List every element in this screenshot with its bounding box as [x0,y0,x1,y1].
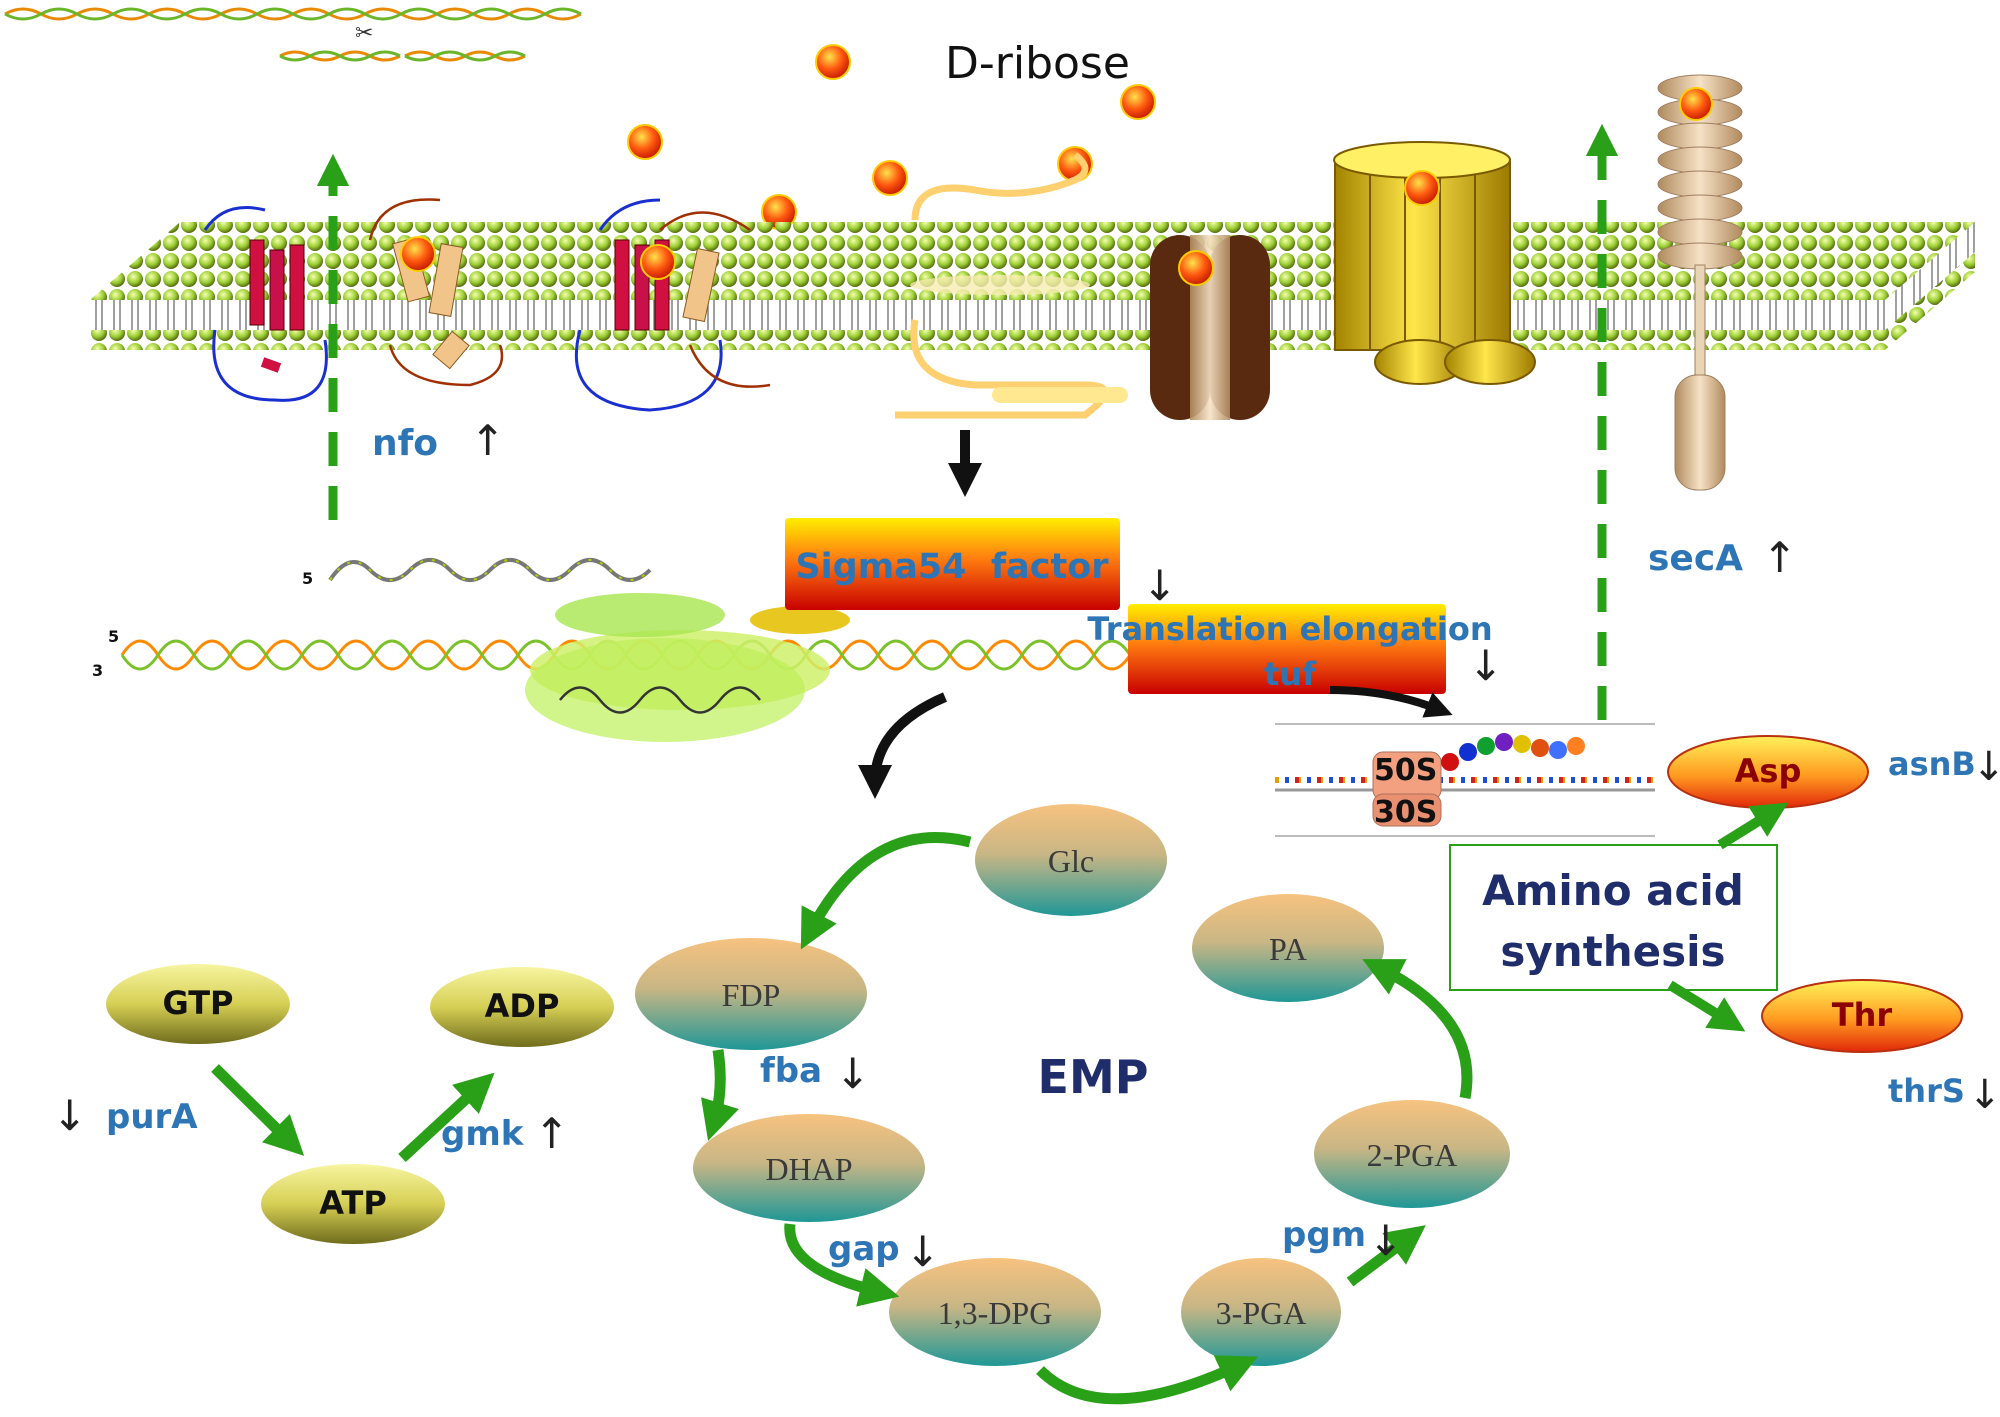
atp-node [261,1164,445,1244]
translation-elongation-label: Translation elongation [1087,610,1492,648]
gene-thrs: thrS [1888,1072,1965,1110]
thr-label: Thr [1832,996,1893,1034]
gtp-label: GTP [163,984,234,1022]
gene-gmk: gmk [441,1114,525,1154]
seca-change-indicator: ↑ [1762,533,1797,582]
ribosome-30s-label: 30S [1374,795,1437,830]
strand-5-label: 5 [108,627,119,646]
tuf-to-ribosome-arrow [1329,686,1453,718]
pa-label: PA [1269,931,1307,967]
synthesis-to-asp-arrow [1717,802,1789,850]
thrs-change-indicator: ↓ [1968,1072,2000,1118]
adp-node [430,967,614,1047]
membrane-transporter-1 [203,206,328,402]
gene-gap: gap [828,1229,900,1269]
dpg13-node [889,1258,1101,1366]
gmk-change-indicator: ↑ [534,1109,569,1158]
glc-to-fdp-arrow [800,832,972,950]
pga3-label: 3-PGA [1216,1295,1307,1331]
gene-asnb: asnB [1888,745,1976,783]
d-ribose-label: D-ribose [945,38,1130,89]
pga3-node [1181,1258,1341,1366]
asp-label: Asp [1735,752,1802,790]
nfo-change-indicator: ↑ [470,416,505,465]
membrane-channel [1150,235,1270,420]
dpg-to-pga3-arrow [1036,1355,1258,1405]
pgm-change-indicator: ↓ [1368,1216,1403,1265]
pga2-node [1314,1100,1510,1208]
fba-change-indicator: ↓ [835,1049,870,1098]
gene-seca: secA [1648,538,1743,579]
svg-text:✂: ✂ [355,21,373,46]
thr-node [1761,979,1963,1053]
tuf-change-indicator: ↓ [1468,641,1503,690]
membrane-transporter-2 [368,198,504,387]
amino-acid-box-line1: Amino acid [1482,866,1744,915]
gap-change-indicator: ↓ [905,1227,940,1276]
translation-elongation-box [1128,604,1446,694]
membrane-transporter-3 [574,198,771,412]
pura-change-indicator: ↓ [52,1091,87,1140]
gene-nfo: nfo [372,423,438,464]
gene-pgm: pgm [1282,1215,1366,1255]
dhap-node [693,1114,925,1222]
mrna-strand [328,558,652,582]
synthesis-to-thr-arrow [1667,980,1746,1032]
gene-fba: fba [760,1051,822,1091]
pga2-label: 2-PGA [1367,1137,1458,1173]
sigma54-factor-box: Sigma54 factor [785,518,1120,610]
adp-label: ADP [485,987,560,1025]
fdp-to-dhap-arrow [701,1049,739,1141]
atp-synthase-complex [1333,141,1536,385]
ribosome-translation [1275,723,1655,837]
dna-cleavage-icon: ✂ [4,7,582,62]
gtp-node [106,964,290,1044]
membrane-receptor [895,152,1128,419]
amino-acid-synthesis-box [1449,844,1778,991]
strand-5-label-top: 5 [302,569,313,588]
strand-3-label: 3 [92,661,103,680]
rna-polymerase [525,593,850,742]
fdp-label: FDP [722,977,781,1013]
amino-acid-box-line2: synthesis [1500,927,1725,976]
atp-to-adp-arrow [398,1072,495,1163]
seca-translocase [1657,74,1743,491]
sigma54-label: Sigma54 factor [795,547,1109,587]
atp-label: ATP [319,1184,387,1222]
fdp-node [635,938,867,1050]
dhap-label: DHAP [765,1151,852,1187]
pa-node [1192,894,1384,1002]
gene-pura: purA [106,1097,198,1137]
glc-label: Glc [1048,843,1094,879]
dhap-to-dpg-arrow [784,1223,900,1307]
gtp-to-atp-arrow [211,1064,305,1156]
emp-title: EMP [1038,1050,1149,1104]
ribosome-50s-label: 50S [1374,753,1437,788]
transcription-to-emp-arrow [858,692,947,799]
pga3-to-pga2-arrow [1346,1225,1426,1287]
dpg13-label: 1,3-DPG [938,1295,1053,1331]
glc-node [975,804,1167,916]
asnb-change-indicator: ↓ [1972,744,2000,790]
sigma54-change-indicator: ↓ [1142,561,1177,610]
gene-tuf: tuf [1264,655,1317,693]
pga2-to-pa-arrow [1362,959,1473,1100]
